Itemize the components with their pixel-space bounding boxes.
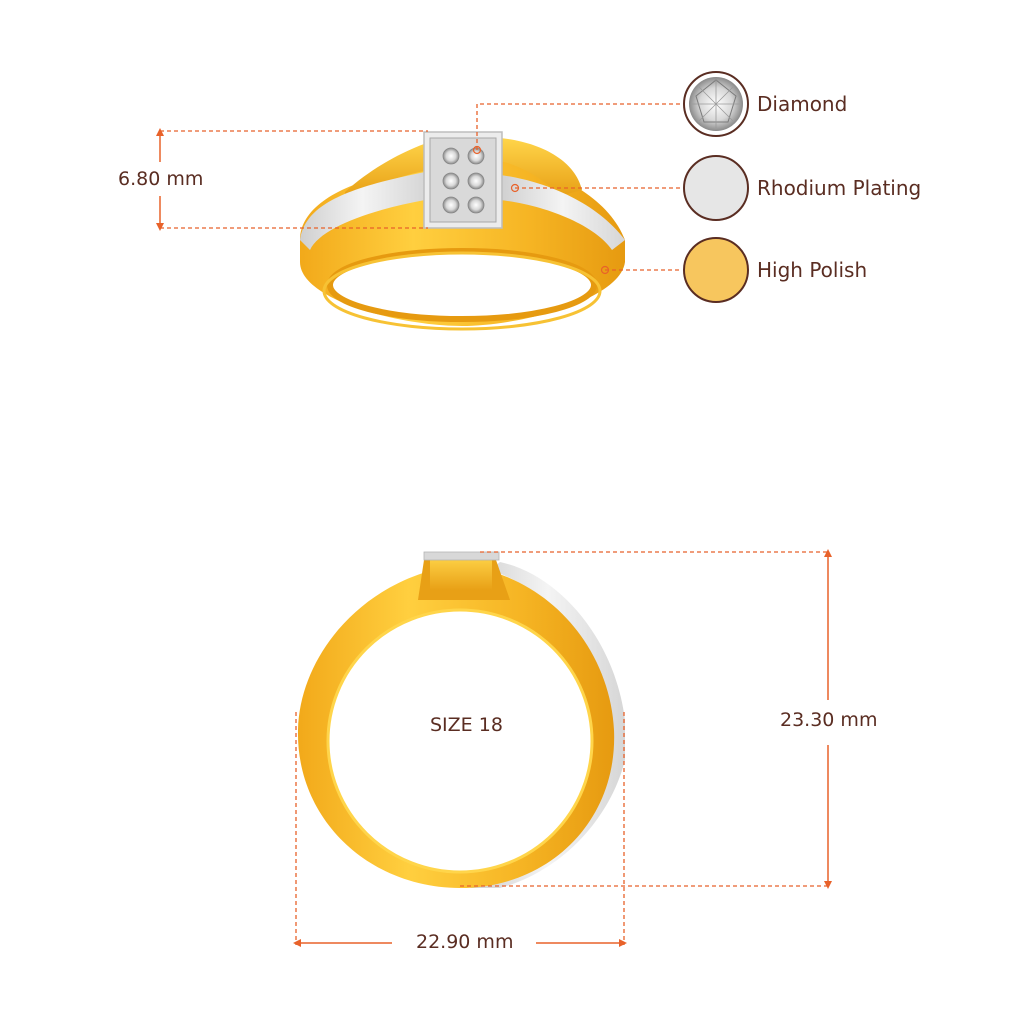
top-band-inner bbox=[330, 251, 594, 319]
legend-label-diamond: Diamond bbox=[757, 92, 848, 116]
ring-front-view bbox=[297, 551, 625, 888]
ring-size-label: SIZE 18 bbox=[430, 714, 503, 736]
top-height-label: 6.80 mm bbox=[118, 168, 204, 190]
top-band-rhodium bbox=[300, 172, 425, 250]
high-polish-swatch bbox=[683, 237, 749, 303]
top-band-upper-gold bbox=[345, 138, 582, 196]
front-width-label: 22.90 mm bbox=[416, 931, 514, 953]
front-height-dimension bbox=[460, 549, 832, 889]
front-width-dimension bbox=[293, 712, 627, 947]
diamond-icon bbox=[683, 71, 749, 137]
top-band-rhodium-right bbox=[500, 175, 625, 250]
legend-leaders bbox=[472, 103, 680, 275]
front-height-label: 23.30 mm bbox=[780, 709, 878, 731]
legend-label-rhodium-plating: Rhodium Plating bbox=[757, 176, 922, 200]
top-height-dimension bbox=[156, 128, 428, 231]
legend-label-high-polish: High Polish bbox=[757, 258, 868, 282]
rhodium-plating-swatch bbox=[683, 155, 749, 221]
ring-top-view bbox=[300, 131, 625, 331]
